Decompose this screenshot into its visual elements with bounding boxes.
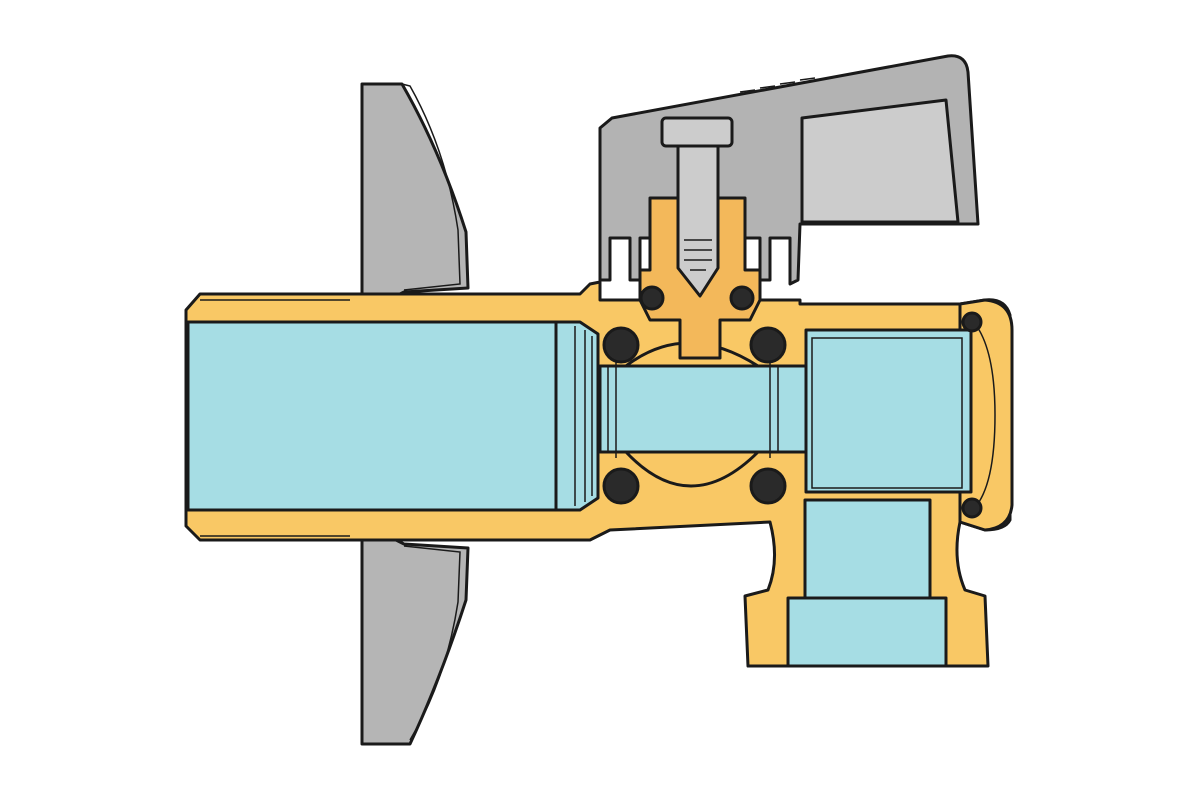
filter-mesh [811,337,963,489]
inlet-water [186,320,558,512]
rosette-lower-rim [403,545,461,741]
inlet-taper [554,320,600,512]
wall-rosette [360,82,470,746]
seal-ring [961,497,983,519]
stem-screw [660,116,734,298]
screw-head [660,116,734,148]
seal-ring [602,467,640,505]
seal-ring [639,285,665,311]
rosette-upper-rim [401,83,461,291]
right-cap-inner [967,315,996,515]
seal-ring [749,467,787,505]
screw-thread [684,239,712,271]
ball-bore-lines [607,360,779,458]
seal-ring [749,326,787,364]
filter-frame [804,328,973,494]
rosette-upper [360,82,470,298]
water-passages [186,320,948,668]
rosette-lower [360,538,470,746]
screw-shank [676,144,720,298]
grip-ridges [739,77,816,93]
ball-bottom [624,450,760,488]
seal-ring [729,285,755,311]
right-cap [958,298,1014,532]
outlet-water-lower [786,596,948,668]
handle-face [800,98,960,224]
lever-handle[interactable] [598,54,980,286]
mesh-filter [804,311,983,519]
outlet-water [803,498,932,602]
inlet-thread-top [200,299,350,537]
seal-ring [602,326,640,364]
seal-ring [961,311,983,333]
ball-bore [598,364,812,454]
taper-lines [574,326,593,506]
